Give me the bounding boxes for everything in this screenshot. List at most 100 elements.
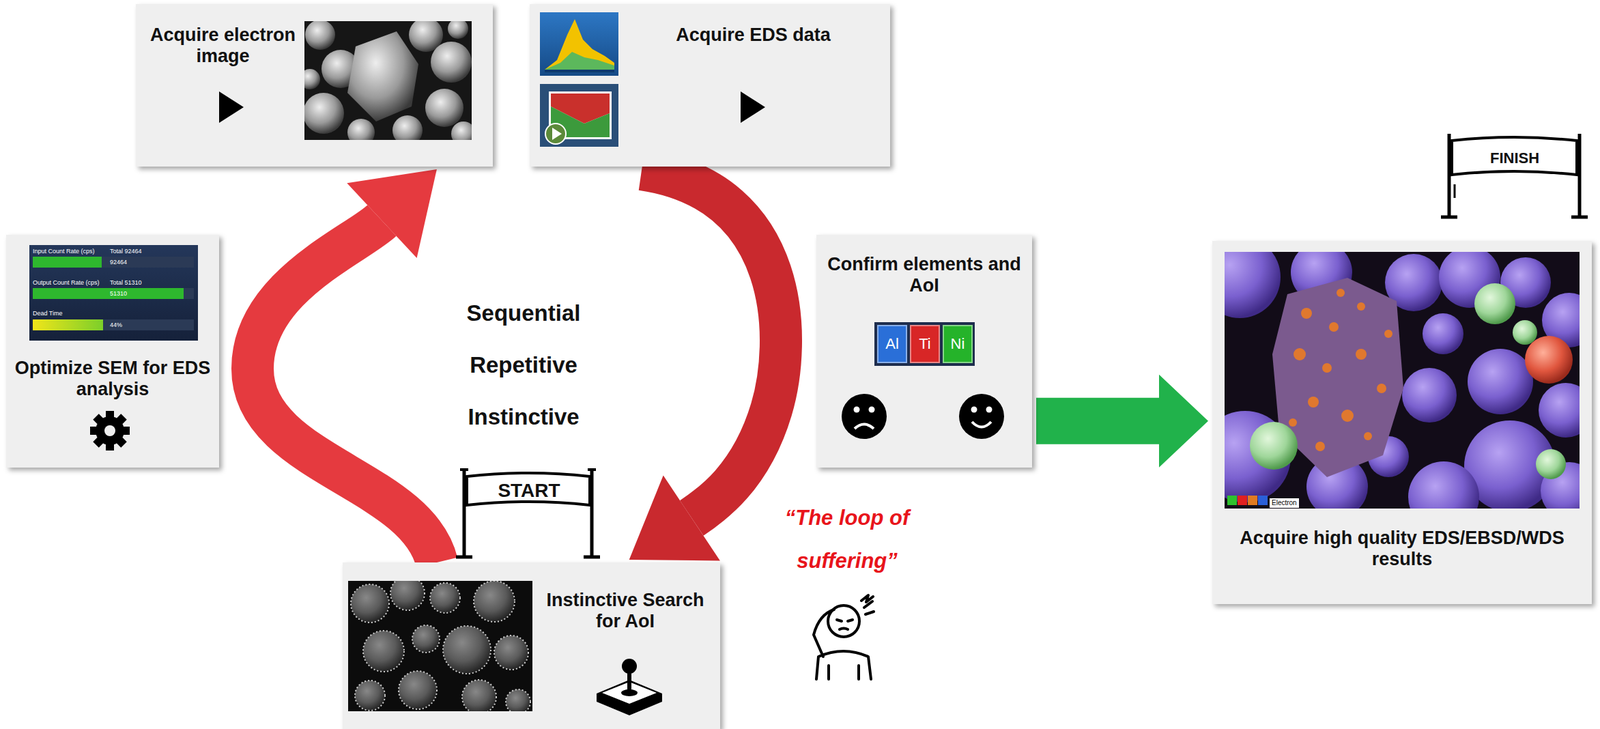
flow-arrow-part [1036,374,1209,468]
panel-text: 44% [109,321,165,329]
sem-particles [304,21,472,140]
panel-text: Total 51310 [109,279,179,287]
sad-face-part [868,406,876,413]
headache-figure-part [836,619,853,622]
gear-icon-part [113,413,127,426]
gear-icon-part [92,413,106,426]
eds-map-part-part-part-part [1356,302,1366,311]
joystick-icon [596,658,663,716]
panel-text: 51310 [109,290,165,297]
count-rate-panel-part [32,288,194,299]
finish-banner [1440,133,1588,218]
count-rate-panel-part [32,256,194,268]
panel-text: Total 92464 [109,247,179,255]
eds-map-part-part-part-part [1341,409,1354,422]
quote-note: “The loop of suffering” [765,496,930,583]
sem-particles-part [347,118,375,140]
sem-particles-part [305,21,336,50]
eds-map-part-part [1237,495,1248,506]
headache-figure-part [813,609,835,657]
play-icon [740,91,766,123]
eds-icons-part [548,91,612,140]
eds-map-part-part-part-part [1301,307,1312,319]
headache-figure-part [816,651,871,680]
eds-map-part-part-part-part [1467,348,1534,415]
count-rate-panel-part [32,319,194,331]
step-box: Instinctive Search for AoI [342,562,721,729]
gear-icon-part [113,434,127,448]
sem-particles-part [451,121,472,140]
text-slot: 92464 [109,258,165,266]
gear-icon-part [120,426,130,435]
text-slot: Total 51310 [109,279,179,287]
text-slot: 44% [109,321,165,329]
count-rate-panel-part [29,245,198,341]
text-slot: Sequential [455,300,592,327]
element-chip: Ti [909,324,940,364]
loop-keyword: Sequential [455,300,592,327]
text-slot: Optimize SEM for EDS analysis [10,357,216,400]
gear-icon [90,410,130,451]
sem-particles-part [392,115,423,140]
noisy-particles-part [390,580,425,611]
loop-arrow-part [641,169,781,519]
text-slot: Confirm elements and AoI [821,253,1027,297]
finish-banner-part [1578,133,1582,218]
result-box: Acquire high quality EDS/EBSD/WDS result… [1212,240,1592,605]
count-rate-panel [6,234,220,468]
eds-icons-part [539,83,619,147]
panel-text: 92464 [109,258,165,266]
finish-banner-part [1440,215,1458,220]
eds-map-part-part [1227,495,1237,506]
eds-map-part-part-part-part [1336,288,1345,297]
start-banner [455,469,600,557]
step-box: Acquire EDS data [529,4,891,167]
happy-face-part [972,421,992,428]
text-slot: Ti [909,335,940,353]
loop-arrow-part [252,220,437,563]
eds-map-part-part-part-part [1315,441,1325,452]
start-banner-part [455,555,473,560]
step-box: Optimize SEM for EDS analysis Input Count… [6,234,220,468]
start-banner-part [466,473,590,506]
eds-map-part-part-part [1524,335,1573,384]
step-box: Confirm elements and AoIAlTiNi [816,234,1033,468]
eds-map-part-part-part [1512,320,1538,345]
step-box: Acquire electron image [135,4,493,167]
eds-map-part-part-part [1535,449,1566,480]
eds-map-part-part-part-part [1538,382,1580,438]
loop-arrow-part [629,475,721,562]
box-title: Acquire electron image [142,24,304,67]
gear-icon-part [105,410,114,421]
panel-text: Dead Time [32,309,102,317]
loop-arrow [629,169,781,561]
noisy-particles-part [350,584,390,623]
flow-arrow [1036,374,1209,468]
text-slot: FINISH [1457,149,1573,167]
search-art-part [348,580,533,712]
text-slot: Acquire high quality EDS/EBSD/WDS result… [1219,527,1585,570]
box-title: Acquire high quality EDS/EBSD/WDS result… [1219,527,1585,570]
eds-map-part-part [1258,495,1268,506]
banner-text: FINISH [1457,149,1573,167]
text-slot: Instinctive [455,404,592,431]
loop-arrow [252,169,437,563]
sem-particles-part [347,31,419,122]
text-slot: Repetitive [455,352,592,379]
text-slot: Instinctive Search for AoI [533,589,717,633]
count-rate-panel-part [32,256,102,268]
eds-map-part-part-part-part [1408,461,1480,509]
eds-map-part-part-part [1249,421,1298,470]
search-art [342,562,721,729]
eds-icons-part [539,12,619,76]
gear-icon-part [90,426,100,435]
happy-face [959,393,1005,439]
noisy-particles-part [354,680,385,711]
text-slot: Acquire EDS data [632,24,875,46]
text-slot: Electron [1269,495,1325,508]
text-slot: Input Count Rate (cps) [32,247,108,255]
box-title: Instinctive Search for AoI [533,589,717,633]
headache-figure-part [861,595,874,615]
text-slot: Al [877,335,908,353]
eds-icons-part [545,123,566,145]
